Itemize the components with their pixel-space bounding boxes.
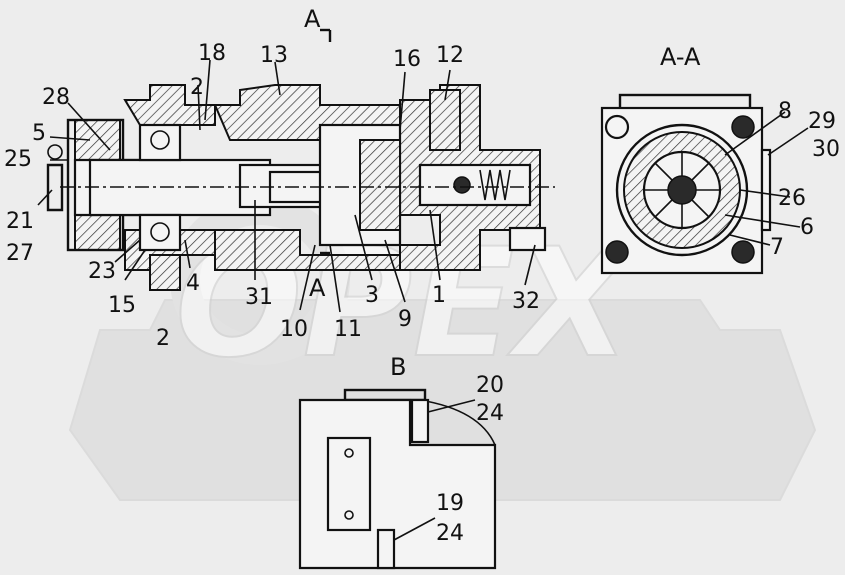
callout-29: 29	[808, 109, 836, 134]
callout-10: 10	[280, 317, 308, 342]
callout-24-lower: 24	[436, 521, 464, 546]
callout-11: 11	[334, 317, 362, 342]
callout-numbers: 28 5 25 21 27 23 15 2 18 13 4 2 31 10 11…	[4, 41, 840, 546]
callout-18: 18	[198, 41, 226, 66]
section-titles: A A A-A B	[304, 5, 701, 381]
view-b	[298, 388, 497, 570]
callout-2-bottom: 2	[156, 326, 170, 351]
view-a-top-label: A	[304, 5, 321, 33]
leader-lines	[37, 59, 536, 313]
callout-26: 26	[778, 186, 806, 211]
callout-8: 8	[778, 99, 792, 124]
section-aa-view	[600, 93, 809, 275]
callout-23: 23	[88, 259, 116, 284]
main-section-view	[46, 28, 555, 291]
callout-19: 19	[436, 491, 464, 516]
callout-3: 3	[365, 283, 379, 308]
callout-24-upper: 24	[476, 401, 504, 426]
callout-2-top: 2	[190, 75, 204, 100]
callout-16: 16	[393, 47, 421, 72]
callout-5: 5	[32, 121, 46, 146]
callout-4: 4	[186, 271, 200, 296]
callout-20: 20	[476, 373, 504, 398]
callout-27: 27	[6, 241, 34, 266]
callout-13: 13	[260, 43, 288, 68]
callout-30: 30	[812, 137, 840, 162]
callout-25: 25	[4, 147, 32, 172]
callout-15: 15	[108, 293, 136, 318]
callout-9: 9	[398, 307, 412, 332]
view-a-bottom-label: A	[309, 274, 326, 302]
callout-7: 7	[770, 235, 784, 260]
callout-6: 6	[800, 215, 814, 240]
section-aa-title: A-A	[660, 43, 701, 71]
callout-32: 32	[512, 289, 540, 314]
callout-31: 31	[245, 285, 273, 310]
callout-12: 12	[436, 43, 464, 68]
callout-1: 1	[432, 283, 446, 308]
callout-28: 28	[42, 85, 70, 110]
view-b-title: B	[390, 353, 406, 381]
callout-21: 21	[6, 209, 34, 234]
